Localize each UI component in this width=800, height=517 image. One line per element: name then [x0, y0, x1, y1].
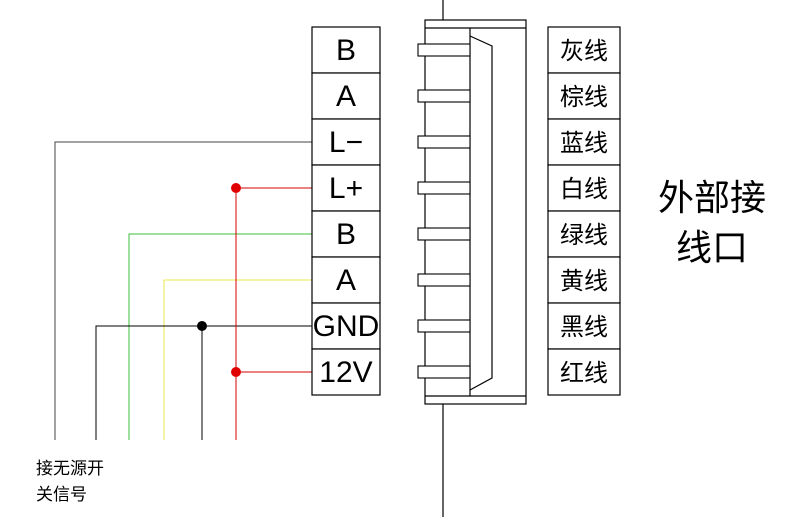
connector-pin — [417, 365, 471, 379]
wire-color-cell — [547, 26, 621, 74]
terminal-label: 12V — [319, 356, 372, 389]
terminal-cell — [311, 256, 381, 304]
wires — [54, 141, 312, 440]
wire-color-label: 黑线 — [560, 313, 608, 341]
wire-color-label: 灰线 — [560, 37, 608, 65]
connector-pin — [417, 273, 471, 287]
wire-color-cell — [547, 210, 621, 258]
terminal-cell — [311, 302, 381, 350]
connector-body — [424, 19, 527, 405]
terminal-label: GND — [313, 310, 380, 343]
terminal-cell — [311, 26, 381, 74]
connector-pin — [417, 135, 471, 149]
wire-color-cell — [547, 348, 621, 396]
terminal-label: L− — [329, 126, 363, 159]
junction-dot-l-plus — [231, 183, 241, 193]
passive-switch-label-line1: 接无源开 — [36, 459, 104, 479]
terminal-label: A — [336, 80, 356, 113]
connector-pin — [417, 319, 471, 333]
wire-color-cell — [547, 118, 621, 166]
passive-switch-label-line2: 关信号 — [36, 485, 87, 505]
wire-color-label: 红线 — [560, 359, 608, 387]
terminal-cell — [311, 348, 381, 396]
wire-l-minus — [54, 141, 312, 440]
connector-pin — [417, 43, 471, 57]
terminal-label: L+ — [329, 172, 363, 205]
wire-color-label: 白线 — [560, 175, 608, 203]
connector-pins — [417, 43, 471, 379]
wire-color-label: 棕线 — [560, 83, 608, 111]
wire-color-cell — [547, 256, 621, 304]
wire-color-label: 黄线 — [560, 267, 608, 295]
terminal-label: B — [336, 218, 356, 251]
junction-dot-12v — [231, 367, 241, 377]
wire-a — [163, 279, 312, 440]
wire-color-label: 绿线 — [560, 221, 608, 249]
wire-color-cell — [547, 164, 621, 212]
external-label-line2: 线口 — [676, 228, 748, 269]
terminal-label: B — [336, 34, 356, 67]
connector-pin — [417, 181, 471, 195]
junction-dot-gnd — [197, 321, 207, 331]
wire-b — [128, 233, 312, 440]
external-label-line1: 外部接 — [658, 178, 766, 219]
wire-gnd — [95, 325, 312, 440]
connector-pin — [417, 227, 471, 241]
wire-color-cell — [547, 302, 621, 350]
terminal-label: A — [336, 264, 356, 297]
connector-pin — [417, 89, 471, 103]
wire-color-label: 蓝线 — [560, 129, 608, 157]
